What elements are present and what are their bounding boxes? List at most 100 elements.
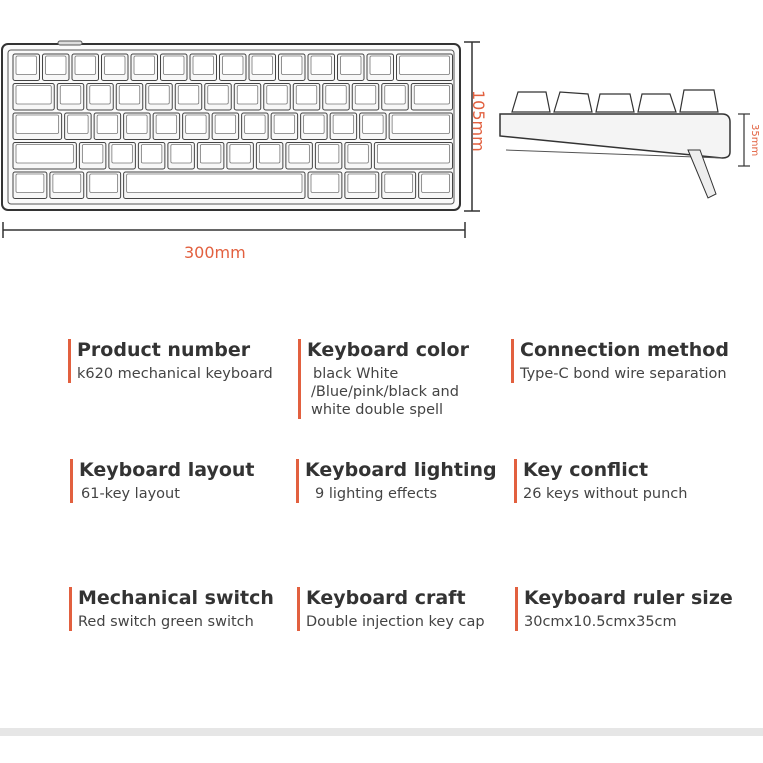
footer-divider [0,728,763,736]
keycap-top [214,114,237,134]
spec-value-line: black White [313,366,399,382]
spec-title: Keyboard layout [79,459,255,481]
keycap-top [391,114,450,134]
spec-title: Keyboard craft [306,587,466,609]
keycap-top [303,114,325,134]
spec-keyboard-lighting: Keyboard lighting 9 lighting effects [296,459,497,503]
keycap-top [421,173,450,193]
keycap-top [133,55,155,75]
spec-title: Mechanical switch [78,587,274,609]
keycaps-group [12,53,453,199]
keycap-top [369,55,391,75]
keycap-top [376,144,450,164]
keycap-top [384,85,406,105]
keycap-top [185,114,207,134]
keycap-top [89,173,119,193]
spec-value: 26 keys without punch [523,486,688,502]
spec-title: Keyboard ruler size [524,587,733,609]
keycap-top [96,114,119,134]
keycap-top [155,114,178,134]
side-keycap-4 [637,93,677,113]
keycap-top [81,144,104,164]
spec-value: 61-key layout [81,486,180,502]
keycap-top [15,55,37,75]
spec-value: Red switch green switch [78,614,254,630]
keyboard-top-view-drawing [1,40,750,238]
keycap-top [325,85,347,105]
keycap-top [148,85,170,105]
keycap-top [126,114,148,134]
keyboard-inner-frame [7,49,455,205]
keycap-top [59,85,82,105]
spec-title: Product number [77,339,251,361]
keycap-top [332,114,355,134]
keycap-top [295,85,318,105]
spec-keyboard-ruler-size: Keyboard ruler size 30cmx10.5cmx35cm [515,587,733,631]
spec-keyboard-layout: Keyboard layout 61-key layout [70,459,255,503]
keycap-top [140,144,163,164]
depth-dimension-line [738,113,750,167]
keycap-top [111,144,133,164]
keycap-top [266,85,288,105]
keycap-top [222,55,244,75]
side-foot [687,149,717,199]
keycap-top [199,144,222,164]
keycap-top [281,55,303,75]
keycap-top [288,144,310,164]
spec-connection-method: Connection method Type-C bond wire separ… [511,339,729,383]
spec-value: 30cmx10.5cmx35cm [524,614,677,630]
spec-key-conflict: Key conflict 26 keys without punch [514,459,687,503]
usb-port-notch [57,40,83,46]
depth-dimension-label: 35mm [749,124,760,157]
keycap-top [89,85,111,105]
keycap-top [413,85,450,105]
keyboard-dimension-diagram: 300mm 105mm 35mm [0,0,763,300]
side-keycap-5 [679,89,719,113]
keycap-top [384,173,414,193]
keycap-top [310,55,332,75]
height-dimension-line [464,41,480,212]
width-dimension-line [2,222,466,238]
spec-value: Double injection key cap [306,614,485,630]
keycap-top [74,55,96,75]
spec-value: 9 lighting effects [315,486,438,502]
keycap-top [310,173,340,193]
spec-value: Type-C bond wire separation [520,366,727,382]
keycap-top [126,173,303,193]
keycap-top [170,144,192,164]
spec-title: Keyboard color [307,339,469,361]
side-keycap-1 [511,91,551,113]
keycap-top [45,55,67,75]
keycap-top [347,173,377,193]
side-keycap-3 [595,93,635,113]
keycap-top [347,144,369,164]
keycap-top [15,85,52,105]
keycap-top [362,114,384,134]
keycap-top [236,85,259,105]
spec-product-number: Product number k620 mechanical keyboard [68,339,273,383]
keycap-top [67,114,89,134]
keycap-top [229,144,251,164]
side-keycap-2 [553,91,593,113]
side-case [499,113,731,159]
keycap-top [399,55,450,75]
keycap-top [273,114,296,134]
keyboard-side-view [499,89,731,199]
keycap-top [15,173,45,193]
keycap-top [163,55,185,75]
spec-title: Connection method [520,339,729,361]
width-dimension-label: 300mm [184,243,246,262]
keycap-top [207,85,229,105]
spec-title: Key conflict [523,459,649,481]
height-dimension-label: 105mm [469,90,488,152]
keycap-top [15,114,60,134]
spec-value-line: /Blue/pink/black and [311,384,459,400]
spec-value-line: white double spell [311,402,444,418]
keycap-top [251,55,273,75]
keycap-top [244,114,266,134]
keycap-top [258,144,281,164]
spec-keyboard-craft: Keyboard craft Double injection key cap [297,587,485,631]
keycap-top [15,144,74,164]
spec-mechanical-switch: Mechanical switch Red switch green switc… [69,587,274,631]
keycap-top [317,144,340,164]
